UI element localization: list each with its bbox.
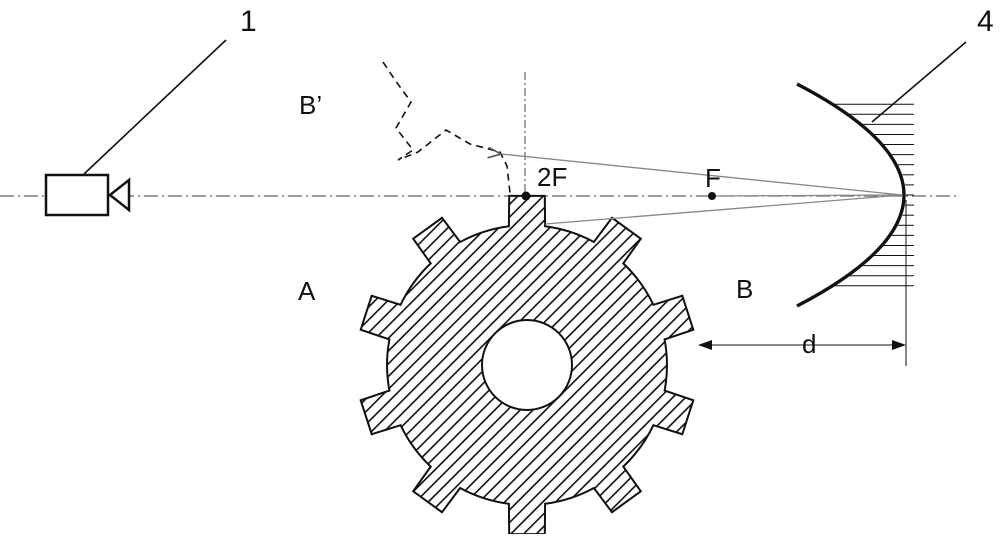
ray-to-image <box>487 146 903 196</box>
leader-line-4 <box>871 41 967 123</box>
gear-icon <box>359 194 695 536</box>
d-arrow-right <box>892 340 906 350</box>
point-f-label: F <box>705 163 721 193</box>
point-2f-dot <box>521 191 531 201</box>
concave-mirror-icon <box>796 82 914 308</box>
camera-icon <box>44 173 131 217</box>
point-2f-label: 2F <box>537 162 567 192</box>
virtual-image-outline <box>382 61 511 194</box>
region-b-label: B <box>736 274 753 304</box>
ray-from-tooth <box>544 194 903 225</box>
region-a-label: A <box>298 276 316 306</box>
point-f-dot <box>708 192 716 200</box>
distance-d-label: d <box>802 329 816 359</box>
leader-line-1 <box>83 39 227 175</box>
region-b-prime-label: B’ <box>299 90 322 120</box>
ray-to-f <box>711 194 903 197</box>
callout-label-1: 1 <box>240 5 257 38</box>
d-arrow-left <box>698 340 712 350</box>
callout-label-4: 4 <box>977 5 994 38</box>
